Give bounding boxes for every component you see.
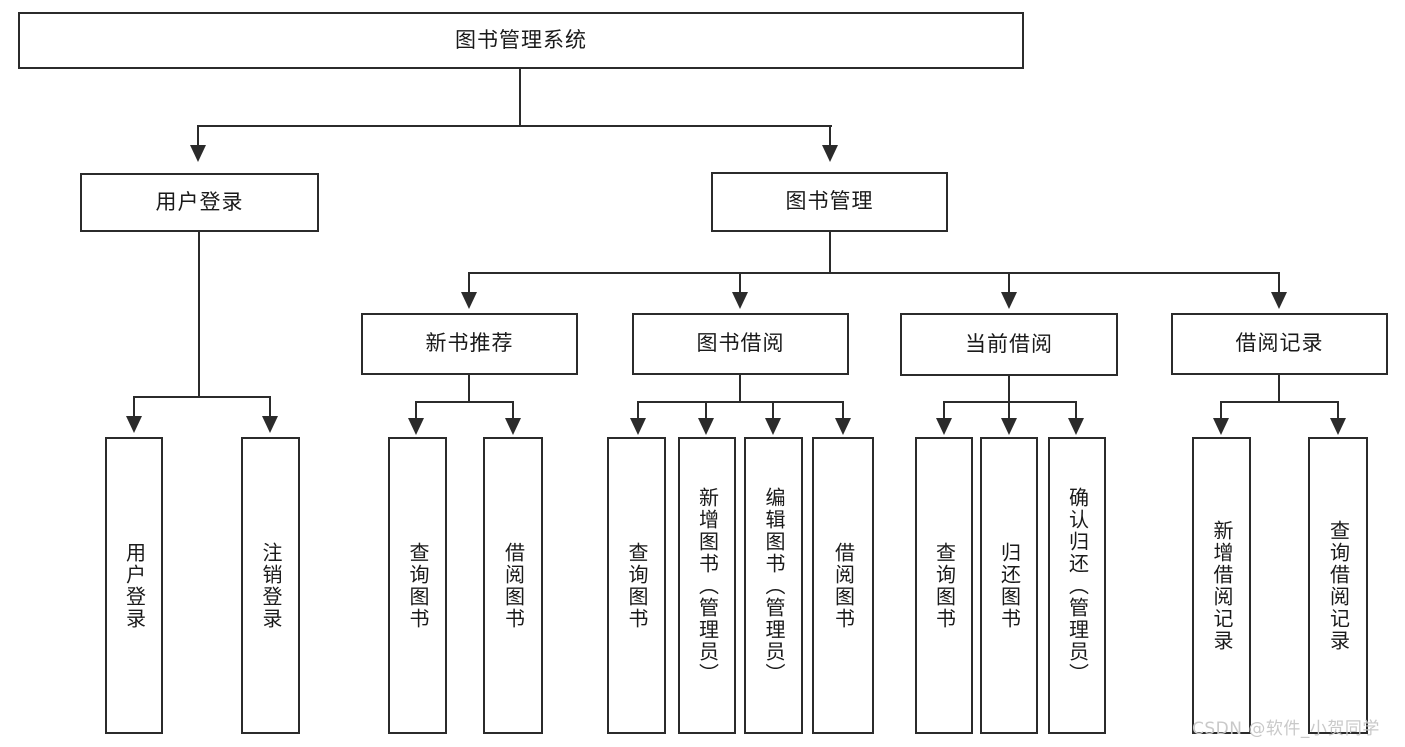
edge-new-book-stem bbox=[468, 375, 471, 403]
arrow-leaf-query-book-2 bbox=[630, 418, 646, 435]
edge-drop-borrow-record bbox=[1278, 272, 1281, 294]
arrow-leaf-return-book bbox=[1001, 418, 1017, 435]
edge-new-book-drop-2 bbox=[512, 401, 515, 420]
node-current-borrow-label: 当前借阅 bbox=[965, 331, 1053, 356]
edge-br-drop-1 bbox=[1220, 401, 1223, 420]
node-book-borrow-label: 图书借阅 bbox=[696, 331, 785, 356]
leaf-query-book-2-label: 查询图书 bbox=[625, 541, 649, 630]
edge-drop-current-borrow bbox=[1008, 272, 1011, 294]
edge-borrow-record-bus bbox=[1220, 401, 1339, 404]
leaf-query-borrow-record-label: 查询借阅记录 bbox=[1326, 519, 1351, 652]
leaf-borrow-book-2[interactable]: 借阅图书 bbox=[812, 437, 874, 734]
leaf-add-borrow-record[interactable]: 新增借阅记录 bbox=[1192, 437, 1251, 734]
leaf-logout-login-label: 注销登录 bbox=[259, 541, 283, 630]
leaf-return-book[interactable]: 归还图书 bbox=[980, 437, 1038, 734]
arrow-leaf-logout-login bbox=[262, 416, 278, 433]
node-new-book-recommend-label: 新书推荐 bbox=[425, 331, 514, 356]
leaf-query-book-2[interactable]: 查询图书 bbox=[607, 437, 666, 734]
arrow-leaf-add-book-admin bbox=[698, 418, 714, 435]
edge-borrow-record-stem bbox=[1278, 375, 1281, 403]
leaf-query-book-1-label: 查询图书 bbox=[406, 541, 430, 630]
leaf-borrow-book-1-label: 借阅图书 bbox=[501, 541, 526, 630]
arrow-borrow-record bbox=[1271, 292, 1287, 309]
leaf-logout-login[interactable]: 注销登录 bbox=[241, 437, 300, 734]
leaf-edit-book-admin-label: 编辑图书（管理员） bbox=[762, 486, 786, 685]
edge-drop-book-manage bbox=[829, 125, 832, 147]
node-book-manage[interactable]: 图书管理 bbox=[711, 172, 948, 232]
leaf-borrow-book-2-label: 借阅图书 bbox=[831, 541, 856, 630]
edge-new-book-drop-1 bbox=[415, 401, 418, 420]
edge-book-borrow-stem bbox=[739, 375, 742, 403]
leaf-add-book-admin-label: 新增图书（管理员） bbox=[695, 486, 720, 685]
edge-cb-drop-1 bbox=[943, 401, 946, 420]
node-root-label: 图书管理系统 bbox=[455, 27, 587, 52]
arrow-leaf-borrow-book-1 bbox=[505, 418, 521, 435]
leaf-add-borrow-record-label: 新增借阅记录 bbox=[1210, 519, 1234, 652]
arrow-leaf-query-book-3 bbox=[936, 418, 952, 435]
edge-drop-new-book bbox=[468, 272, 471, 294]
leaf-query-book-3-label: 查询图书 bbox=[932, 541, 957, 630]
leaf-edit-book-admin[interactable]: 编辑图书（管理员） bbox=[744, 437, 803, 734]
leaf-confirm-return-admin-label: 确认归还（管理员） bbox=[1065, 486, 1090, 685]
edge-bb-drop-4 bbox=[842, 401, 845, 420]
edge-bb-drop-1 bbox=[637, 401, 640, 420]
leaf-borrow-book-1[interactable]: 借阅图书 bbox=[483, 437, 543, 734]
leaf-query-borrow-record[interactable]: 查询借阅记录 bbox=[1308, 437, 1368, 734]
node-current-borrow[interactable]: 当前借阅 bbox=[900, 313, 1118, 376]
arrow-book-borrow bbox=[732, 292, 748, 309]
edge-current-borrow-stem bbox=[1008, 376, 1011, 403]
leaf-add-book-admin[interactable]: 新增图书（管理员） bbox=[678, 437, 736, 734]
node-user-login[interactable]: 用户登录 bbox=[80, 173, 319, 232]
node-borrow-record-label: 借阅记录 bbox=[1235, 331, 1324, 356]
edge-level2-bus bbox=[197, 125, 832, 128]
csdn-watermark: CSDN @软件_小贺同学 bbox=[1192, 719, 1380, 739]
arrow-current-borrow bbox=[1001, 292, 1017, 309]
arrow-leaf-add-borrow-record bbox=[1213, 418, 1229, 435]
edge-drop-user-login bbox=[197, 125, 200, 147]
node-borrow-record[interactable]: 借阅记录 bbox=[1171, 313, 1388, 375]
edge-bb-drop-2 bbox=[705, 401, 708, 420]
leaf-query-book-1[interactable]: 查询图书 bbox=[388, 437, 447, 734]
edge-br-drop-2 bbox=[1337, 401, 1340, 420]
edge-book-borrow-bus bbox=[637, 401, 844, 404]
leaf-return-book-label: 归还图书 bbox=[997, 541, 1022, 630]
leaf-user-login[interactable]: 用户登录 bbox=[105, 437, 163, 734]
arrow-leaf-edit-book-admin bbox=[765, 418, 781, 435]
arrow-leaf-user-login bbox=[126, 416, 142, 433]
leaf-user-login-label: 用户登录 bbox=[122, 541, 147, 630]
arrow-leaf-query-book-1 bbox=[408, 418, 424, 435]
node-new-book-recommend[interactable]: 新书推荐 bbox=[361, 313, 578, 375]
node-root[interactable]: 图书管理系统 bbox=[18, 12, 1024, 69]
edge-cb-drop-3 bbox=[1075, 401, 1078, 420]
arrow-book-manage bbox=[822, 145, 838, 162]
edge-drop-book-borrow bbox=[739, 272, 742, 294]
arrow-user-login bbox=[190, 145, 206, 162]
edge-user-login-drop-2 bbox=[269, 396, 272, 418]
node-book-manage-label: 图书管理 bbox=[785, 189, 874, 214]
edge-user-login-drop-1 bbox=[133, 396, 136, 418]
node-user-login-label: 用户登录 bbox=[155, 189, 244, 214]
arrow-leaf-borrow-book-2 bbox=[835, 418, 851, 435]
node-book-borrow[interactable]: 图书借阅 bbox=[632, 313, 849, 375]
arrow-leaf-query-borrow-record bbox=[1330, 418, 1346, 435]
leaf-confirm-return-admin[interactable]: 确认归还（管理员） bbox=[1048, 437, 1106, 734]
edge-book-manage-stem bbox=[829, 232, 832, 274]
edge-bb-drop-3 bbox=[772, 401, 775, 420]
arrow-leaf-confirm-return-admin bbox=[1068, 418, 1084, 435]
edge-cb-drop-2 bbox=[1008, 401, 1011, 420]
edge-new-book-bus bbox=[415, 401, 514, 404]
arrow-new-book-recommend bbox=[461, 292, 477, 309]
edge-user-login-bus bbox=[133, 396, 270, 399]
edge-level3-bus bbox=[468, 272, 1280, 275]
edge-user-login-stem bbox=[198, 232, 201, 398]
edge-root-stem bbox=[519, 69, 522, 126]
leaf-query-book-3[interactable]: 查询图书 bbox=[915, 437, 973, 734]
